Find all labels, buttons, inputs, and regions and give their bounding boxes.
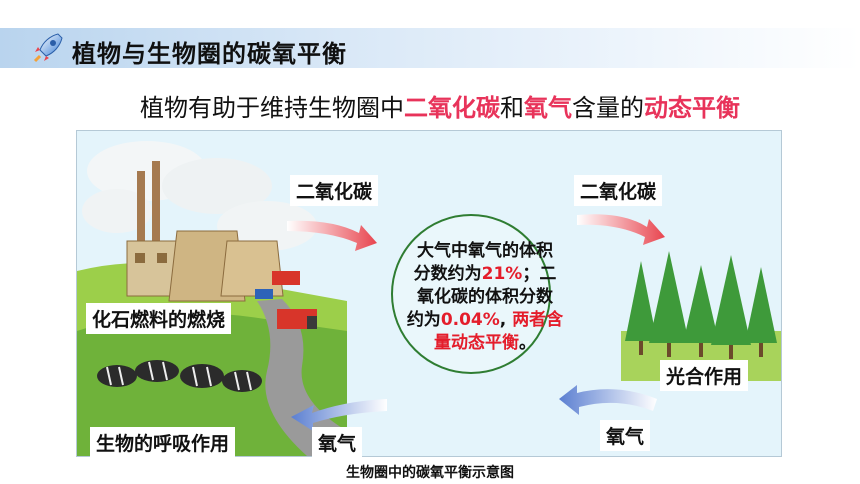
circle-text: 分数约为 [413, 264, 482, 284]
arrow-o2-right [559, 385, 657, 415]
header-band [0, 28, 860, 68]
subtitle-part: 和 [500, 94, 524, 122]
circle-text: ；二 [522, 264, 557, 284]
subtitle-part: 植物有助于维持生物圈中 [140, 94, 404, 122]
circle-line: 量动态平衡。 [400, 332, 570, 355]
label-photosynthesis: 光合作用 [660, 360, 749, 391]
circle-text: 。 [519, 333, 536, 353]
label-o2-right: 氧气 [600, 420, 651, 451]
figure-caption: 生物圈中的碳氧平衡示意图 [346, 465, 514, 481]
circle-line: 分数约为21%；二 [400, 263, 570, 286]
label-respiration: 生物的呼吸作用 [90, 427, 236, 458]
subtitle-highlight-o2: 氧气 [524, 94, 572, 122]
subtitle-part: 含量的 [572, 94, 644, 122]
arrow-co2-left [287, 220, 377, 251]
subtitle-highlight-co2: 二氧化碳 [404, 94, 500, 122]
cycle-arrows [287, 214, 665, 431]
rocket-icon [33, 33, 63, 63]
co2-percent: 0.04% [440, 310, 500, 330]
info-circle [391, 214, 551, 374]
circle-line: 大气中氧气的体积 [417, 241, 553, 261]
circle-highlight: 量动态平衡 [434, 333, 519, 353]
info-circle-text: 大气中氧气的体积 分数约为21%；二 氧化碳的体积分数 约为0.04%, 两者含… [400, 240, 570, 355]
label-o2-left: 氧气 [312, 427, 363, 458]
circle-text: 约为 [406, 310, 441, 330]
label-co2-left: 二氧化碳 [290, 175, 379, 206]
circle-line: 约为0.04%, 两者含 [400, 309, 570, 332]
circle-line: 氧化碳的体积分数 [417, 287, 553, 307]
oxygen-percent: 21% [481, 264, 523, 284]
label-fossil-fuel: 化石燃料的燃烧 [86, 303, 232, 334]
circle-highlight: 两者含 [512, 310, 564, 330]
subtitle-highlight-balance: 动态平衡 [644, 94, 740, 122]
page-title: 植物与生物圈的碳氧平衡 [72, 40, 347, 68]
arrow-o2-left [291, 399, 387, 431]
forest-illustration [621, 251, 781, 381]
subtitle: 植物有助于维持生物圈中二氧化碳和氧气含量的动态平衡 [140, 88, 740, 123]
label-co2-right: 二氧化碳 [574, 175, 663, 206]
arrow-co2-right [577, 214, 665, 245]
circle-text: , [499, 310, 513, 330]
